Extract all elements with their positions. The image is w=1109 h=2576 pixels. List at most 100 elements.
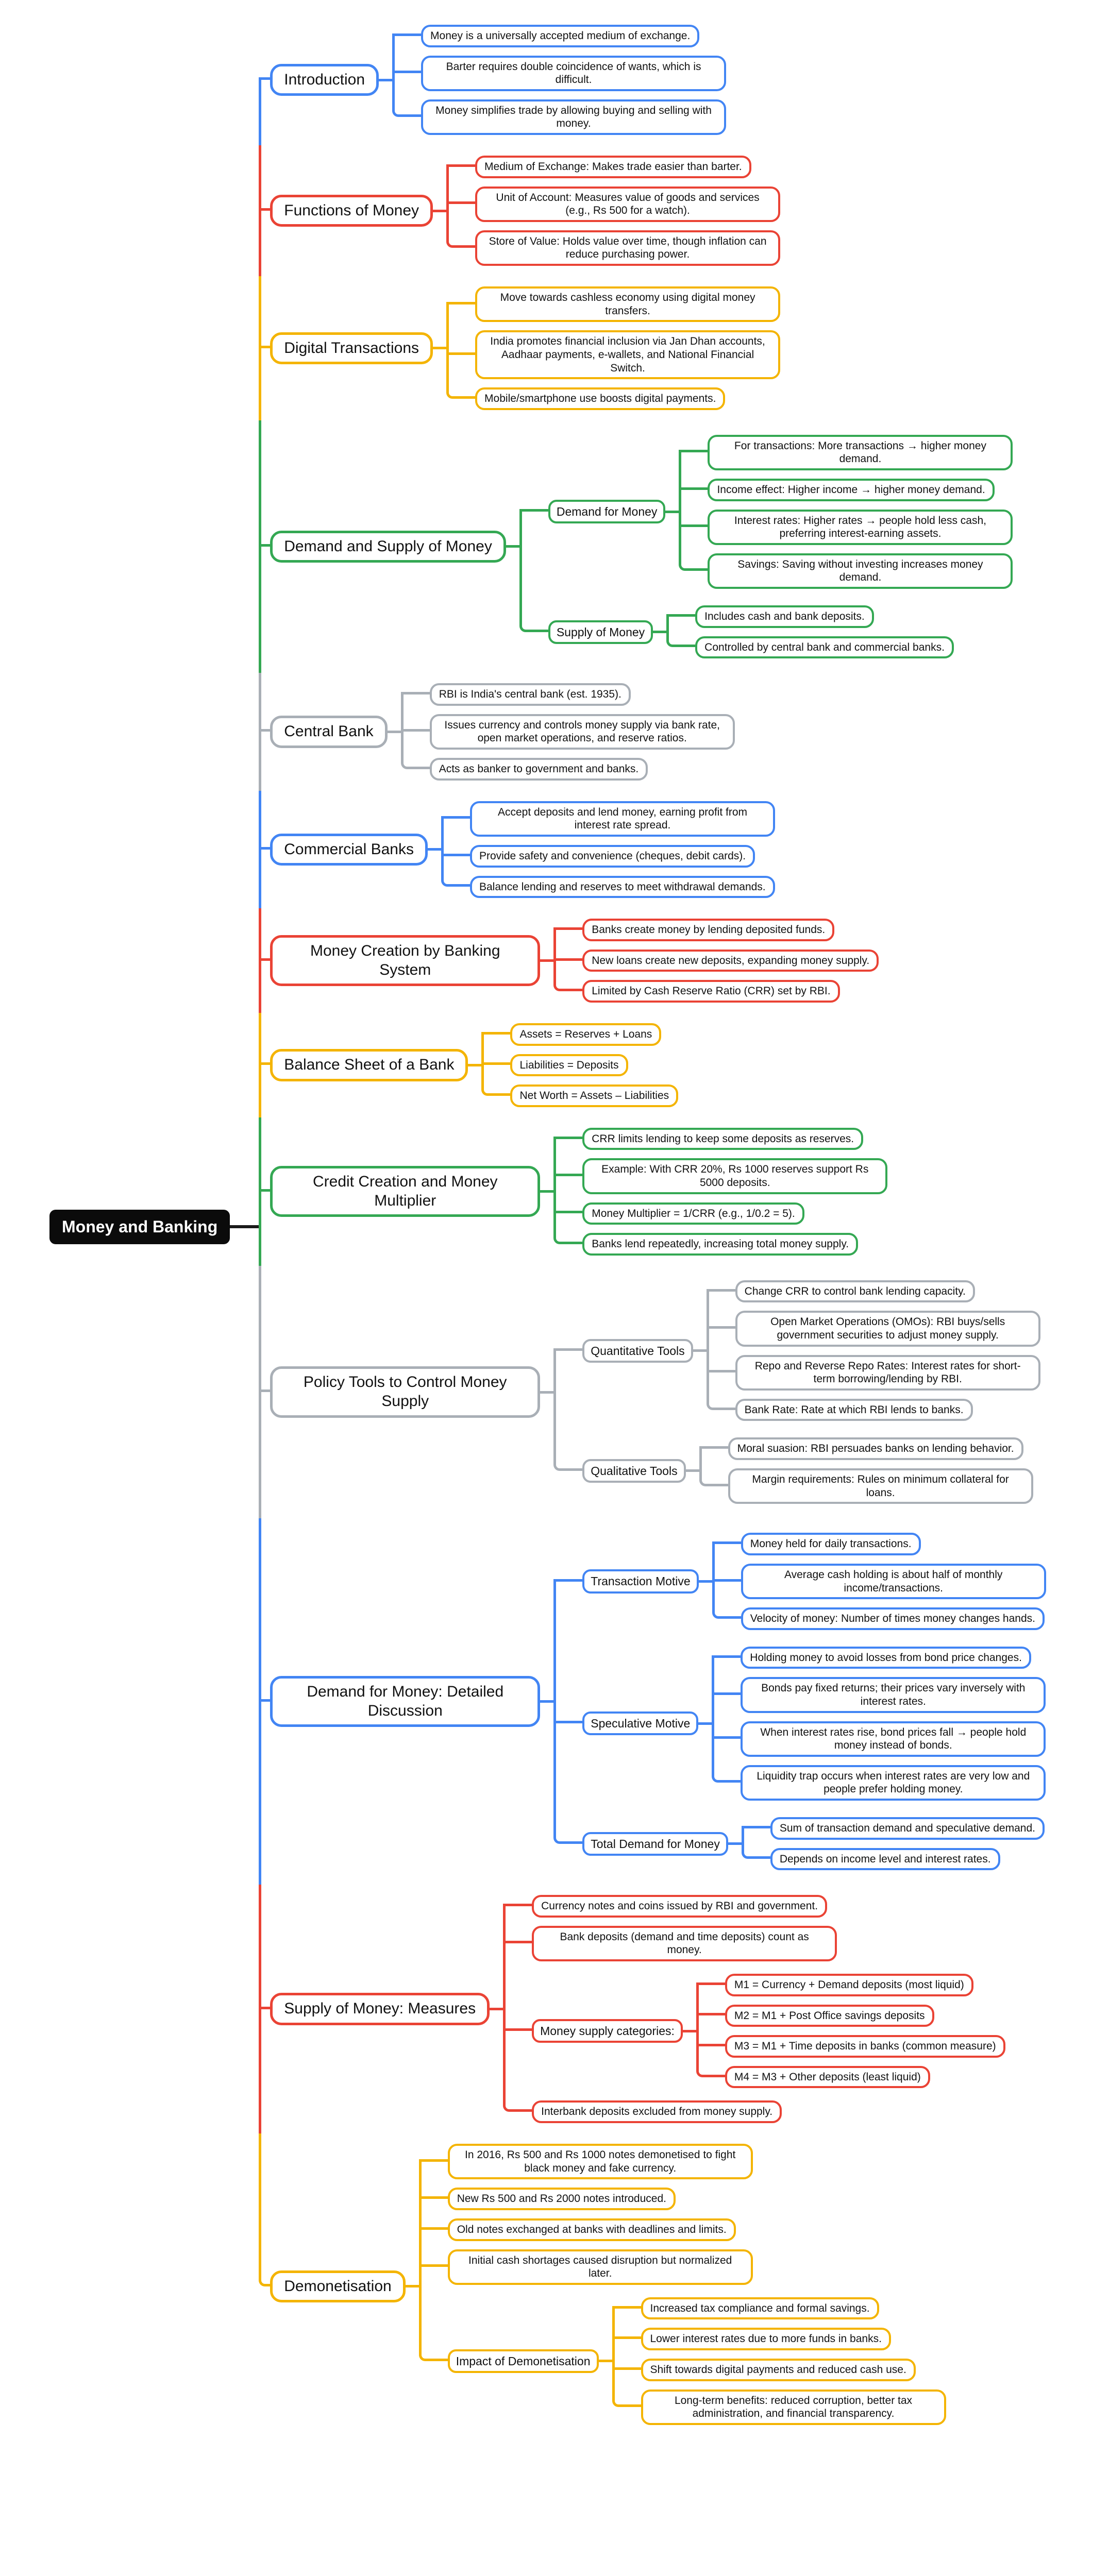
leaf-note: CRR limits lending to keep some deposits… (582, 1127, 864, 1150)
leaf-note: Moral suasion: RBI persuades banks on le… (728, 1437, 1023, 1461)
branch-label: Introduction (270, 63, 379, 96)
leaf-note: Velocity of money: Number of times money… (741, 1607, 1045, 1630)
branch-policy-tools: Policy Tools to Control Money Supply Qua… (259, 1265, 1046, 1519)
leaf-note: Medium of Exchange: Makes trade easier t… (475, 156, 751, 178)
branch-label: Demonetisation (270, 2270, 406, 2303)
leaf-note: Limited by Cash Reserve Ratio (CRR) set … (582, 980, 840, 1003)
leaf-note: Lower interest rates due to more funds i… (641, 2328, 891, 2350)
leaf-note: Interbank deposits excluded from money s… (532, 2100, 782, 2124)
leaf-note: Bank deposits (demand and time deposits)… (532, 1925, 837, 1962)
connector-line (698, 1580, 712, 1583)
leaf-note: India promotes financial inclusion via J… (475, 330, 781, 380)
leaf-note: For transactions: More transactions → hi… (708, 434, 1013, 470)
leaf-note: Move towards cashless economy using digi… (475, 286, 781, 323)
leaf-note: Bonds pay fixed returns; their prices va… (741, 1677, 1046, 1713)
leaf-note: Net Worth = Assets – Liabilities (510, 1084, 679, 1107)
leaf-note: Issues currency and controls money suppl… (429, 714, 735, 750)
leaf-note: Controlled by central bank and commercia… (695, 636, 954, 659)
leaf-note: Example: With CRR 20%, Rs 1000 reserves … (582, 1158, 888, 1194)
branch-commercial-banks: Commercial Banks Accept deposits and len… (259, 790, 1046, 909)
connector-line (433, 347, 447, 350)
subbranch-impact-of-demonetisation: Impact of Demonetisation Increased tax c… (418, 2289, 946, 2433)
branch-central-bank: Central Bank RBI is India's central bank… (259, 673, 1046, 791)
connector-line (379, 78, 393, 81)
leaf-note: Money is a universally accepted medium o… (421, 25, 700, 47)
leaf-note: Initial cash shortages caused disruption… (447, 2249, 753, 2285)
leaf-note: Sum of transaction demand and speculativ… (770, 1817, 1045, 1840)
leaf-note: When interest rates rise, bond prices fa… (741, 1721, 1046, 1757)
branch-functions-of-money: Functions of Money Medium of Exchange: M… (259, 145, 1046, 277)
leaf-note: Liquidity trap occurs when interest rate… (741, 1765, 1046, 1801)
connector-line (693, 1349, 707, 1352)
leaf-note: Long-term benefits: reduced corruption, … (641, 2389, 946, 2425)
branch-label: Credit Creation and Money Multiplier (270, 1166, 541, 1217)
leaf-note: RBI is India's central bank (est. 1935). (429, 683, 631, 706)
connector-line (405, 2285, 419, 2288)
leaf-note: Liabilities = Deposits (510, 1054, 628, 1077)
branch-label: Commercial Banks (270, 833, 428, 866)
subbranch-label: Demand for Money (548, 500, 666, 524)
leaf-note: Old notes exchanged at banks with deadli… (447, 2218, 736, 2241)
leaf-note: Accept deposits and lend money, earning … (469, 801, 775, 837)
leaf-note: Increased tax compliance and formal savi… (641, 2297, 879, 2320)
leaf-note: Average cash holding is about half of mo… (741, 1563, 1046, 1600)
connector-line (433, 209, 447, 212)
connector-line (598, 2360, 612, 2363)
leaf-note: Income effect: Higher income → higher mo… (708, 478, 995, 501)
leaf-note: Money Multiplier = 1/CRR (e.g., 1/0.2 = … (582, 1202, 804, 1225)
branch-label: Functions of Money (270, 194, 433, 227)
branch-demand-and-supply-of-money: Demand and Supply of Money Demand for Mo… (259, 420, 1046, 673)
leaf-note: M2 = M1 + Post Office savings deposits (725, 2004, 934, 2027)
leaf-note: Banks lend repeatedly, increasing total … (582, 1233, 859, 1256)
connector-line (698, 1722, 712, 1725)
subbranch-supply-of-money: Supply of Money Includes cash and bank d… (519, 597, 1013, 667)
subbranch-label: Total Demand for Money (582, 1832, 728, 1856)
branch-credit-creation: Credit Creation and Money Multiplier CRR… (259, 1117, 1046, 1266)
subbranch-label: Speculative Motive (582, 1711, 699, 1736)
branch-introduction: Introduction Money is a universally acce… (259, 14, 1046, 146)
leaf-note: Open Market Operations (OMOs): RBI buys/… (735, 1311, 1040, 1347)
connector-line (682, 2029, 696, 2032)
leaf-note: Money held for daily transactions. (741, 1533, 921, 1555)
leaf-note: In 2016, Rs 500 and Rs 1000 notes demone… (447, 2144, 753, 2180)
leaf-note: Margin requirements: Rules on minimum co… (728, 1468, 1033, 1504)
leaf-note: Savings: Saving without investing increa… (708, 553, 1013, 589)
branch-label: Digital Transactions (270, 332, 433, 365)
connector-line (490, 2008, 503, 2011)
branch-demand-detailed: Demand for Money: Detailed Discussion Tr… (259, 1518, 1046, 1885)
branch-demonetisation: Demonetisation In 2016, Rs 500 and Rs 10… (259, 2133, 1046, 2439)
connector-line (540, 1190, 554, 1193)
subbranch-label: Transaction Motive (582, 1569, 699, 1594)
branch-label: Supply of Money: Measures (270, 1993, 490, 2025)
leaf-note: New loans create new deposits, expanding… (582, 949, 879, 972)
leaf-note: Provide safety and convenience (cheques,… (469, 844, 755, 868)
leaf-note: Acts as banker to government and banks. (429, 758, 648, 781)
branch-label: Policy Tools to Control Money Supply (270, 1366, 541, 1418)
leaf-note: Repo and Reverse Repo Rates: Interest ra… (735, 1354, 1040, 1391)
branch-list: Introduction Money is a universally acce… (259, 14, 1046, 2439)
leaf-note: M1 = Currency + Demand deposits (most li… (725, 1974, 973, 1996)
connector-line (540, 1391, 554, 1394)
branch-label: Demand and Supply of Money (270, 530, 506, 563)
leaf-note: Store of Value: Holds value over time, t… (475, 230, 781, 266)
connector-line (685, 1469, 699, 1472)
connector-line (427, 848, 441, 851)
leaf-note: Currency notes and coins issued by RBI a… (532, 1895, 828, 1918)
connector-line (653, 631, 667, 634)
subbranch-transaction-motive: Transaction Motive Money held for daily … (553, 1524, 1046, 1639)
connector-line (540, 959, 554, 962)
leaf-note: Mobile/smartphone use boosts digital pay… (475, 387, 726, 410)
connector-line (540, 1700, 554, 1703)
branch-label: Balance Sheet of a Bank (270, 1049, 468, 1081)
connector-line (387, 730, 401, 733)
leaf-note: Bank Rate: Rate at which RBI lends to ba… (735, 1398, 973, 1421)
subbranch-money-supply-categories: Money supply categories: M1 = Currency +… (503, 1965, 1005, 2097)
leaf-note: Change CRR to control bank lending capac… (735, 1280, 975, 1303)
leaf-note: Holding money to avoid losses from bond … (741, 1646, 1031, 1669)
leaf-note: Unit of Account: Measures value of goods… (475, 186, 781, 222)
leaf-note: Depends on income level and interest rat… (770, 1848, 1000, 1871)
subbranch-qualitative-tools: Qualitative Tools Moral suasion: RBI per… (553, 1429, 1040, 1512)
subbranch-speculative-motive: Speculative Motive Holding money to avoi… (553, 1638, 1046, 1809)
leaf-note: New Rs 500 and Rs 2000 notes introduced. (447, 2188, 676, 2210)
